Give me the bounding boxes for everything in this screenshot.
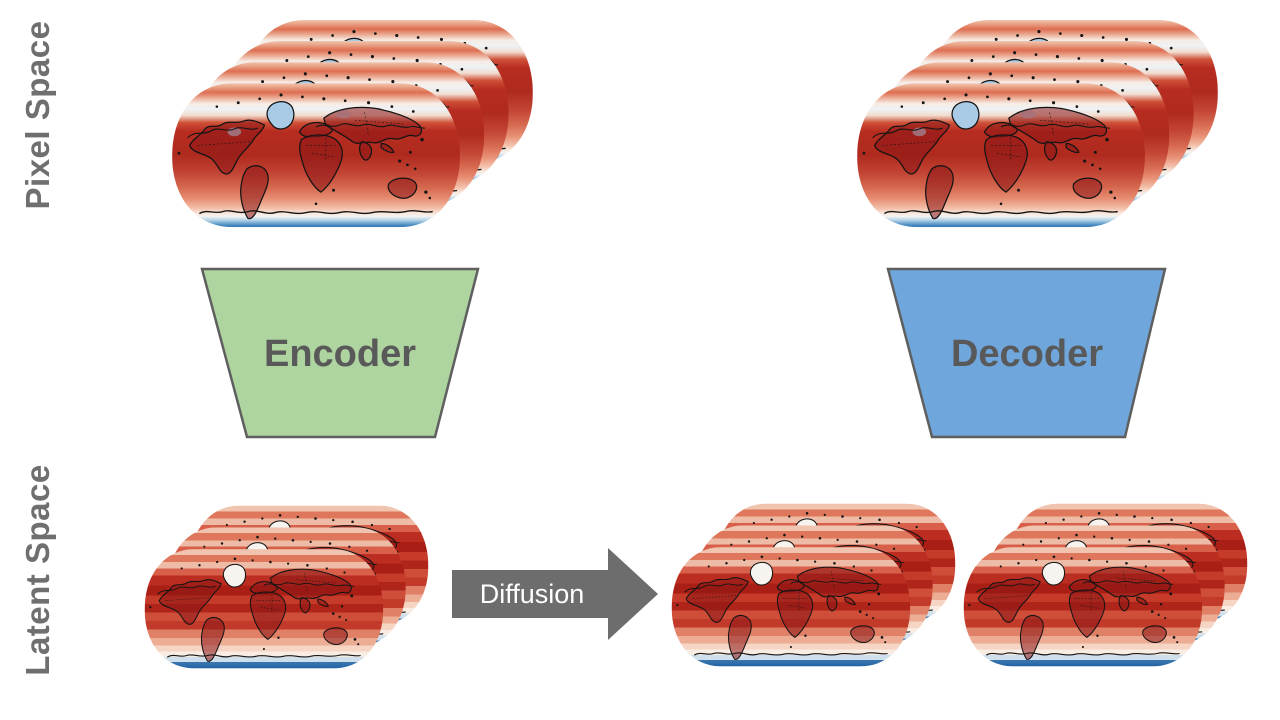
latent-space-label: Latent Space (19, 464, 56, 676)
pixel-space-label: Pixel Space (19, 20, 56, 210)
world-map-frame (670, 546, 912, 668)
latent-diffused-map-stack (670, 502, 957, 668)
encoder-label: Encoder (263, 332, 417, 375)
diffusion-arrow (452, 548, 658, 640)
latent-input-map-stack (143, 504, 430, 670)
world-map-frame (855, 81, 1147, 229)
decoder-trapezoid (886, 267, 1167, 439)
world-map-frame (143, 548, 385, 670)
world-map-frame (962, 546, 1204, 668)
decoder-label: Decoder (950, 332, 1104, 375)
diffusion-arrow-label: Diffusion (479, 578, 585, 609)
diffusion-arrow-shape (452, 548, 658, 640)
encoder-trapezoid (200, 267, 480, 439)
pixel-output-map-stack (855, 18, 1220, 229)
latent-output-map-stack (962, 502, 1249, 668)
decoder-shape (886, 267, 1167, 439)
world-map-frame (170, 81, 462, 229)
pixel-input-map-stack (170, 18, 535, 229)
encoder-shape (200, 267, 480, 439)
